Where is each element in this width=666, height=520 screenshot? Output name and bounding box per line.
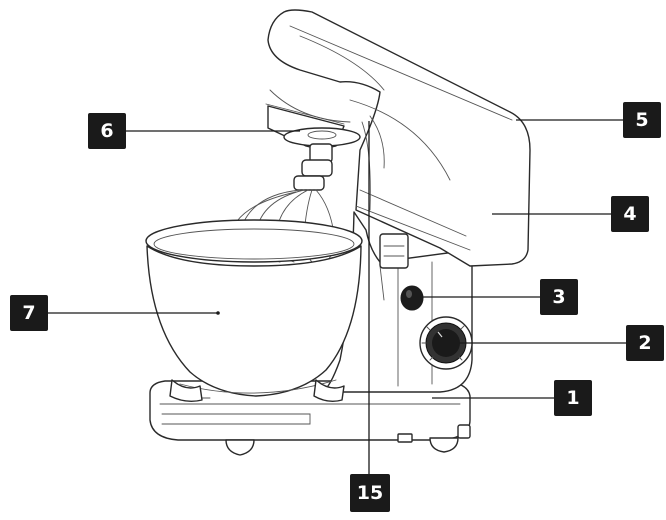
callout-4-label: 4: [623, 203, 636, 225]
callout-6-label: 6: [100, 120, 113, 142]
callout-1-label: 1: [566, 387, 579, 409]
callout-7: 7: [10, 295, 48, 331]
callout-2-label: 2: [638, 332, 651, 354]
callout-6: 6: [88, 113, 126, 149]
small-knob: [400, 285, 424, 311]
splash-guard: [283, 127, 361, 191]
mixing-bowl: [145, 219, 363, 403]
callout-15: 15: [350, 474, 390, 512]
callout-5: 5: [623, 102, 661, 138]
speed-dial: [419, 316, 473, 370]
callout-1: 1: [554, 380, 592, 416]
callout-7-label: 7: [22, 302, 35, 324]
callout-5-label: 5: [635, 109, 648, 131]
callout-3: 3: [540, 279, 578, 315]
callout-15-label: 15: [357, 482, 383, 504]
callout-3-label: 3: [552, 286, 565, 308]
mixer-illustration: [145, 9, 531, 456]
leader-lines: [48, 119, 626, 474]
callout-4: 4: [611, 196, 649, 232]
callout-2: 2: [626, 325, 664, 361]
